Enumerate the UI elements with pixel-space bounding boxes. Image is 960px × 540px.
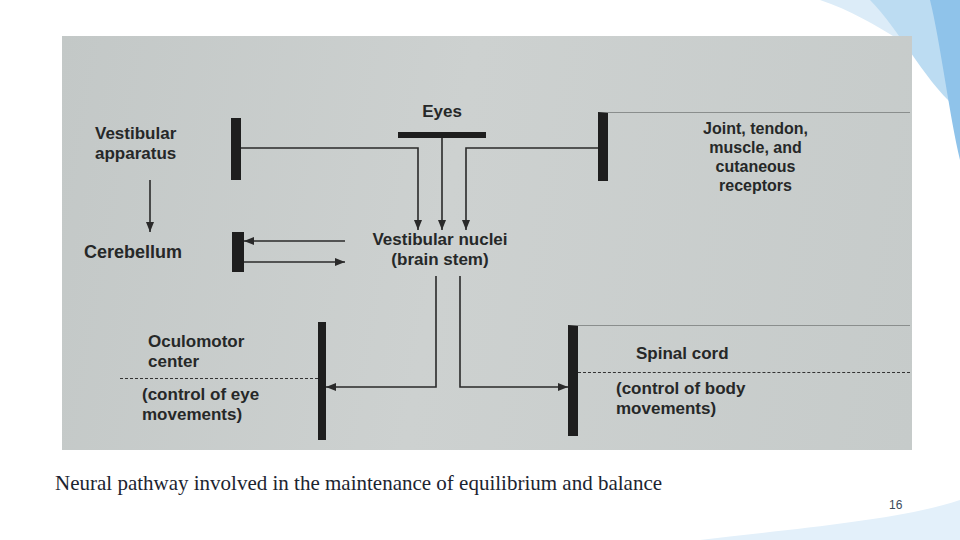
center-box: Cerebellum (84, 232, 244, 272)
pathway-arrow (241, 148, 418, 230)
pathway-arrow (466, 148, 598, 230)
bottom-swoosh (700, 500, 960, 540)
pathway-arrow (244, 261, 345, 263)
effector-box: Oculomotor center(control of eye movemen… (120, 322, 326, 440)
pathway-arrow (149, 180, 151, 232)
receptor-box: Joint, tendon, muscle, and cutaneous rec… (598, 112, 910, 181)
pathway-arrow (460, 276, 568, 387)
node-title: Vestibular apparatus (95, 118, 231, 164)
pathway-arrow (441, 138, 443, 230)
receptor-box: Vestibular apparatus (95, 118, 241, 180)
pathway-arrow (326, 276, 436, 387)
node-title: Joint, tendon, muscle, and cutaneous rec… (678, 119, 833, 195)
node-note: (control of body movements) (578, 373, 910, 419)
corner-swoosh (930, 0, 960, 160)
figure-caption: Neural pathway involved in the maintenan… (55, 470, 885, 496)
center-box: Vestibular nuclei (brain stem) (345, 230, 535, 276)
effector-box: Spinal cord(control of body movements) (568, 325, 910, 436)
page-number: 16 (889, 497, 902, 513)
pathway-arrow (244, 240, 345, 242)
receptor-box: Eyes (398, 98, 486, 138)
node-title: Eyes (398, 98, 486, 122)
node-note: (control of eye movements) (120, 379, 318, 425)
node-title: Vestibular nuclei (brain stem) (358, 230, 523, 270)
node-title: Oculomotor center (120, 322, 318, 379)
node-title: Spinal cord (578, 326, 910, 373)
node-title: Cerebellum (84, 232, 232, 272)
